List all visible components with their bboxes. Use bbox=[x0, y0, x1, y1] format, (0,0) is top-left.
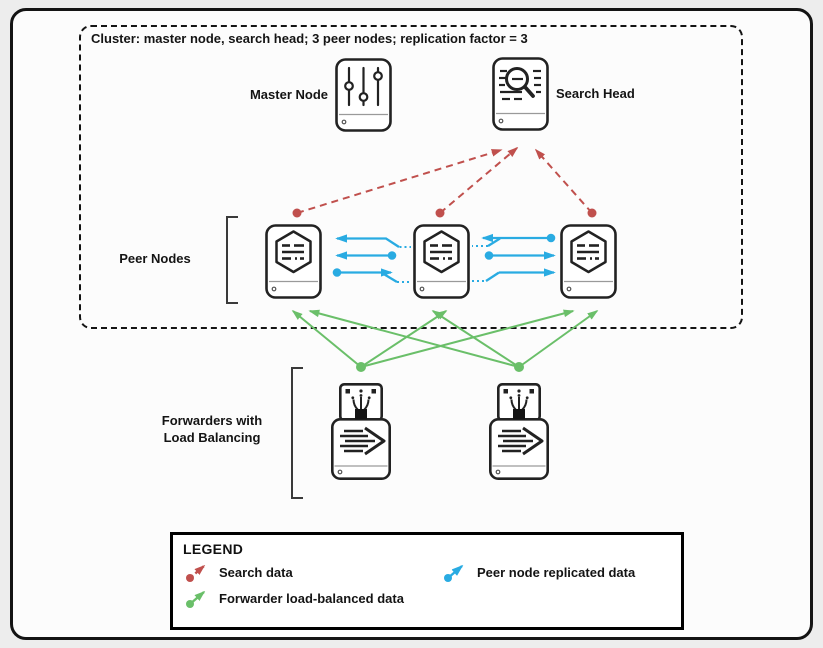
legend: LEGEND Search data Peer node replicated … bbox=[170, 532, 684, 630]
legend-item-search-data: Search data bbox=[183, 560, 441, 584]
search-head-label: Search Head bbox=[556, 86, 635, 101]
legend-title: LEGEND bbox=[183, 541, 244, 557]
peer-nodes-label: Peer Nodes bbox=[119, 251, 191, 266]
legend-label: Peer node replicated data bbox=[477, 564, 636, 580]
search-data-arrow-icon bbox=[186, 564, 206, 582]
cluster-label: Cluster: master node, search head; 3 pee… bbox=[91, 31, 528, 46]
legend-item-replicated-data: Peer node replicated data bbox=[441, 560, 671, 584]
forwarder-data-arrow-icon bbox=[186, 590, 206, 608]
legend-label: Search data bbox=[219, 564, 293, 580]
replicated-data-arrow-icon bbox=[444, 564, 464, 582]
master-node-label: Master Node bbox=[249, 87, 328, 102]
legend-grid: Search data Peer node replicated data Fo… bbox=[183, 559, 671, 611]
cluster-boundary bbox=[79, 25, 743, 329]
forwarders-label: Forwarders with Load Balancing bbox=[161, 413, 263, 445]
legend-label: Forwarder load-balanced data bbox=[219, 590, 404, 606]
legend-item-forwarder-data: Forwarder load-balanced data bbox=[183, 586, 441, 610]
